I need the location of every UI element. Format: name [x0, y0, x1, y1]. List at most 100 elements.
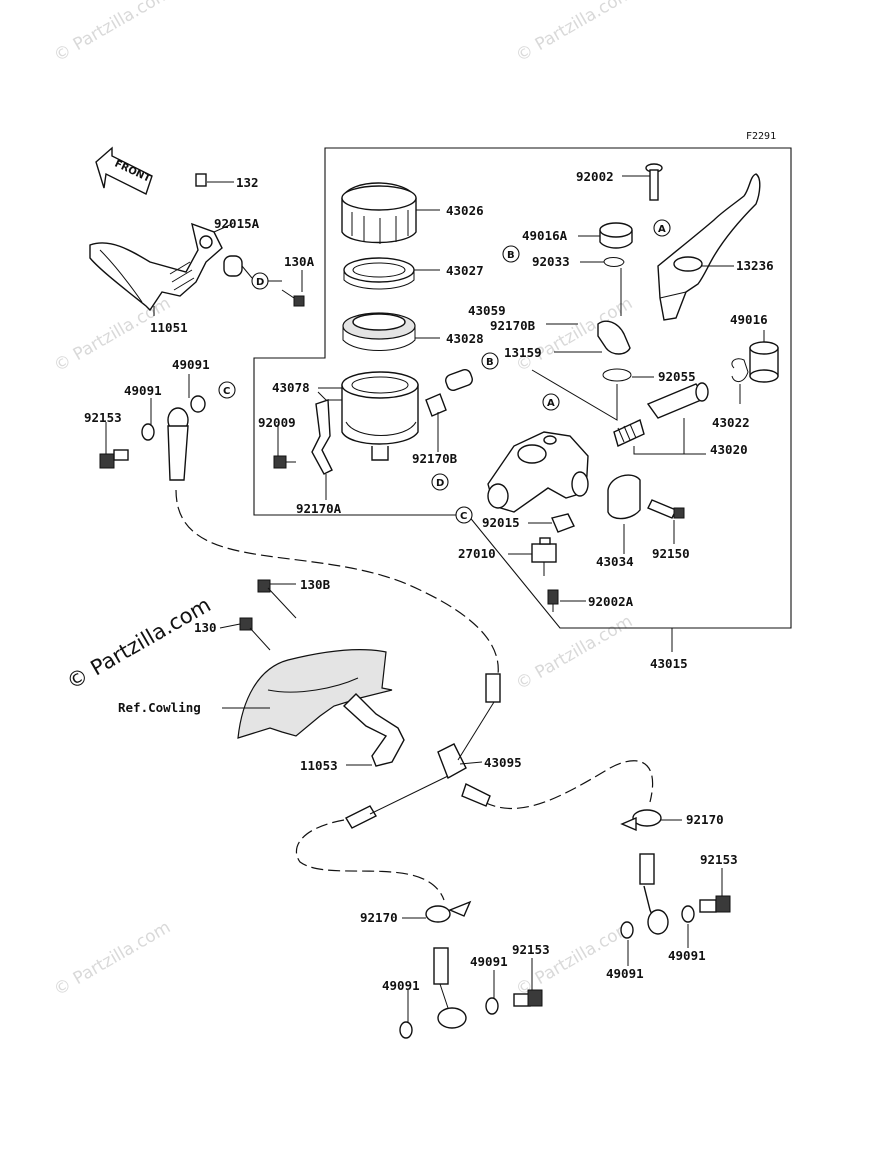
svg-text:A: A — [658, 224, 666, 235]
hose-left — [295, 819, 445, 901]
part-label: 43027 — [446, 263, 484, 278]
lever-13236-icon — [657, 173, 761, 321]
bolt-130a-icon — [281, 289, 305, 307]
part-label: 92153 — [512, 942, 550, 957]
reservoir-tank-43078 — [341, 371, 419, 461]
o-ring-92055-icon — [602, 368, 632, 382]
part-label: 43059 — [468, 303, 506, 318]
pivot-bolt-92002-icon — [645, 163, 663, 201]
part-label: 43095 — [484, 755, 522, 770]
part-label: 49091 — [470, 954, 508, 969]
banjo-left-upper — [167, 407, 189, 481]
watermark-large: © Partzilla.com — [63, 593, 215, 695]
banjo-92170-right — [620, 809, 669, 935]
diaphragm-43028 — [342, 312, 416, 351]
reservoir-cap-43026 — [341, 182, 417, 244]
part-label: 13236 — [736, 258, 774, 273]
part-label: 92002A — [588, 594, 634, 609]
bushing-49016a-icon — [599, 222, 633, 249]
switch-27010-icon — [531, 537, 557, 576]
spring-icon — [613, 419, 645, 447]
callout-d-2: D — [431, 473, 449, 491]
watermark: © Partzilla.com — [513, 0, 637, 66]
part-label: 92150 — [652, 546, 690, 561]
leader-lines — [105, 175, 765, 1022]
banjo-bolt-92153-icon — [99, 449, 129, 469]
svg-text:B: B — [486, 357, 494, 368]
part-label: 130A — [284, 254, 315, 269]
circlip-92033-icon — [603, 257, 625, 267]
part-label: 92015 — [482, 515, 520, 530]
washer-icon — [681, 905, 695, 923]
diagram-code: F2291 — [746, 131, 776, 142]
collar-92015a-icon — [223, 255, 243, 277]
watermark: © Partzilla.com — [513, 611, 637, 694]
part-label: 13159 — [504, 345, 542, 360]
bolt-130b-icon — [257, 579, 297, 619]
callout-a-1: A — [653, 219, 671, 237]
part-label: 92002 — [576, 169, 614, 184]
cowling-bracket — [237, 648, 405, 767]
part-label: 92170A — [296, 501, 342, 516]
washer-icon — [620, 921, 634, 939]
part-label: 92033 — [532, 254, 570, 269]
part-label: 43078 — [272, 380, 310, 395]
screw-92009-icon — [273, 455, 296, 469]
part-label: 92170B — [412, 451, 458, 466]
front-arrow: FRONT — [95, 146, 153, 195]
hose-piece-icon — [445, 369, 473, 391]
part-label: 92153 — [84, 410, 122, 425]
plate-43027-icon — [343, 257, 415, 283]
washer-icon — [141, 423, 155, 441]
callout-b-1: B — [502, 245, 520, 263]
joint-43095-icon — [345, 673, 501, 829]
part-label: 92170 — [360, 910, 398, 925]
banjo-bolt-92153-icon — [699, 895, 731, 913]
hose-13159-icon — [597, 320, 631, 355]
part-label: 49091 — [124, 383, 162, 398]
callout-d-1: D — [251, 272, 269, 290]
watermark: © Partzilla.com — [513, 917, 637, 1000]
screw-92002a-icon — [547, 589, 559, 612]
part-label: 49016 — [730, 312, 768, 327]
part-label: 132 — [236, 175, 259, 190]
washer-icon — [399, 1021, 413, 1039]
svg-text:C: C — [223, 386, 230, 397]
part-label: 92009 — [258, 415, 296, 430]
svg-text:A: A — [547, 398, 555, 409]
part-label: 43026 — [446, 203, 484, 218]
callout-b-2: B — [481, 352, 499, 370]
watermark: © Partzilla.com — [51, 917, 175, 1000]
bracket-11051-icon — [89, 222, 223, 312]
watermark: © Partzilla.com — [51, 0, 175, 66]
bushing-49016-icon — [749, 341, 779, 383]
clamp-92170b-icon — [425, 393, 447, 417]
part-label: 49091 — [172, 357, 210, 372]
part-label: 43022 — [712, 415, 750, 430]
part-label: 92170B — [490, 318, 536, 333]
piston-assembly-43020 — [613, 382, 709, 447]
callout-a-2: A — [542, 393, 560, 411]
part-label: 92170 — [686, 812, 724, 827]
part-label: 130 — [194, 620, 217, 635]
part-label: 11053 — [300, 758, 338, 773]
bolt-92150-icon — [647, 499, 685, 519]
bolt-130-icon — [239, 617, 271, 651]
part-label: 43028 — [446, 331, 484, 346]
part-label: 49091 — [382, 978, 420, 993]
hose-upper — [175, 489, 499, 691]
front-arrow-icon — [95, 146, 153, 195]
snap-ring-43022-icon — [731, 358, 749, 382]
mirror-bracket — [89, 173, 223, 312]
svg-text:D: D — [256, 277, 264, 288]
part-label: 92055 — [658, 369, 696, 384]
reservoir-43078-icon — [341, 384, 419, 445]
nut-92015-icon — [551, 513, 575, 533]
part-label: 11051 — [150, 320, 188, 335]
watermarks: © Partzilla.com © Partzilla.com © Partzi… — [51, 0, 637, 1000]
bracket-92170a-icon — [311, 399, 333, 475]
part-label: 27010 — [458, 546, 496, 561]
hose-right — [483, 760, 654, 810]
svg-text:D: D — [436, 478, 444, 489]
